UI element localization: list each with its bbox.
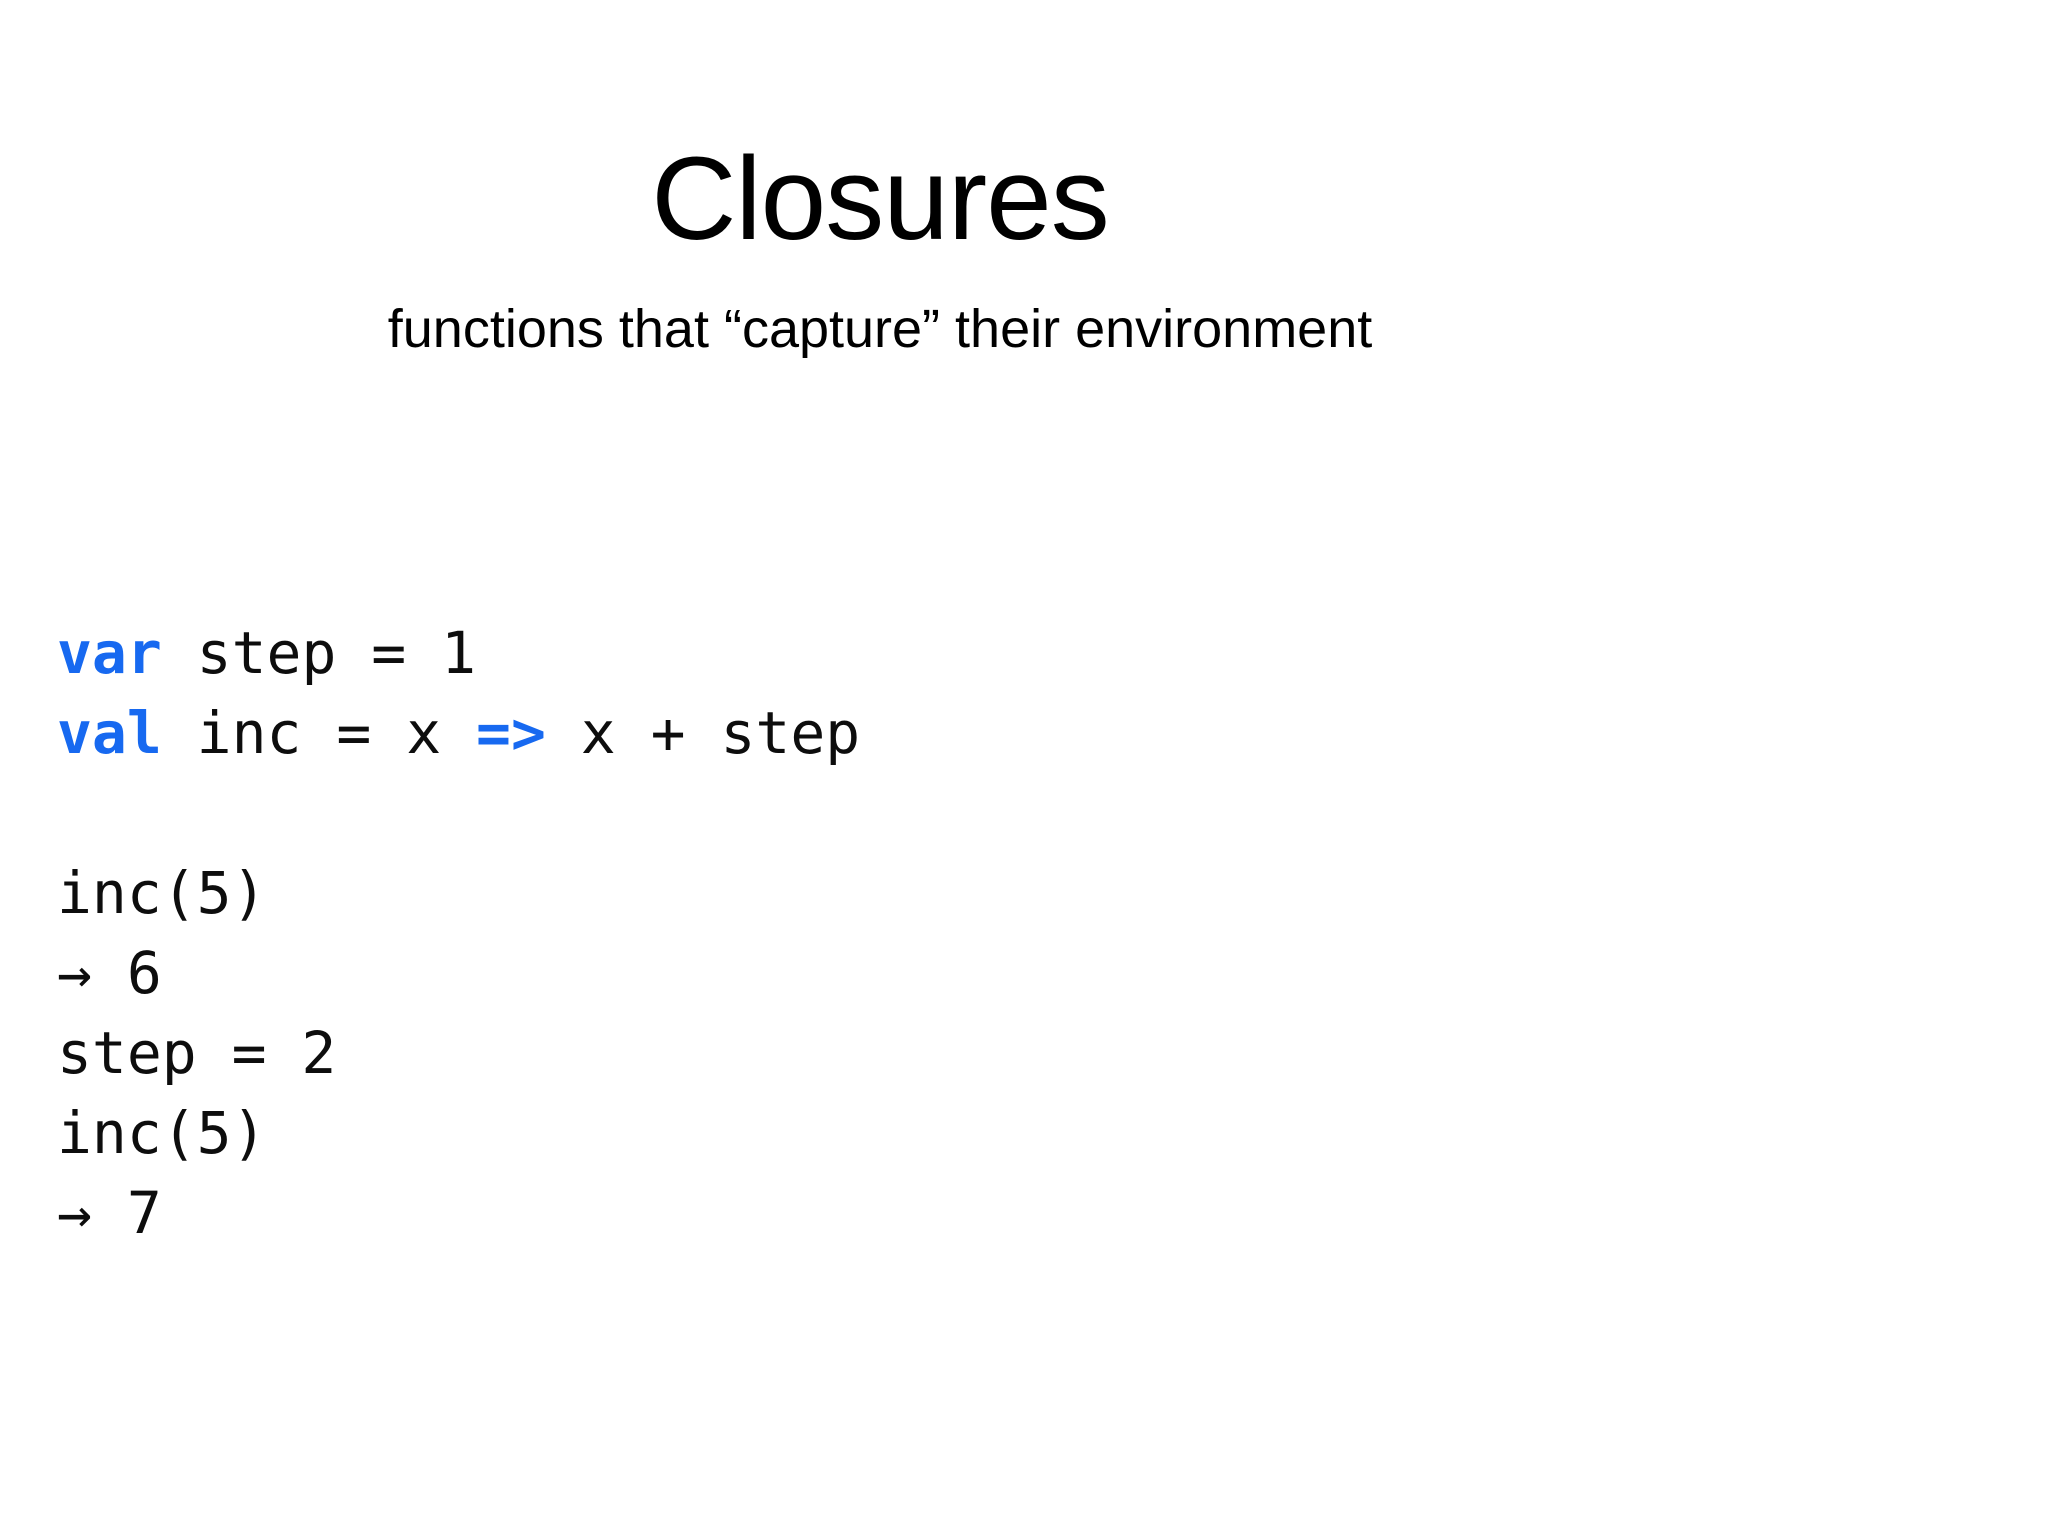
- code-line: inc(5): [57, 853, 860, 933]
- code-token-result: → 7: [57, 1179, 162, 1248]
- code-token-plain: inc = x: [161, 699, 477, 768]
- code-token-plain: inc(5): [57, 859, 267, 928]
- code-line: → 6: [57, 933, 860, 1013]
- code-token-keyword: var: [57, 619, 162, 687]
- slide-heading-block: Closures functions that “capture” their …: [0, 0, 1760, 356]
- code-token-plain: step = 2: [57, 1019, 337, 1088]
- code-token-plain: x + step: [545, 699, 861, 768]
- code-line: val inc = x => x + step: [57, 693, 860, 773]
- code-line: inc(5): [57, 1093, 860, 1173]
- code-line: [57, 773, 860, 853]
- code-token-plain: inc(5): [57, 1099, 267, 1168]
- code-token-arrow: =>: [476, 699, 546, 768]
- code-line: → 7: [57, 1173, 860, 1253]
- code-token-keyword: val: [57, 699, 162, 768]
- code-line: step = 2: [57, 1013, 860, 1093]
- code-token-plain: step = 1: [161, 619, 477, 687]
- page-title: Closures: [651, 133, 1110, 265]
- code-line: var step = 1: [57, 613, 860, 693]
- code-token-result: → 6: [57, 939, 162, 1008]
- slide-subtitle: functions that “capture” their environme…: [387, 299, 1373, 359]
